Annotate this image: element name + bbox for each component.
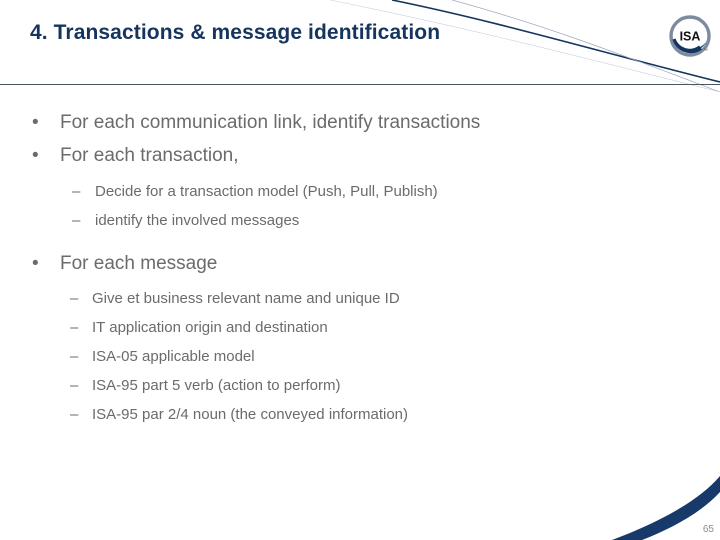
dash-marker-icon: – [70, 348, 79, 365]
sub-bullet-item: – ISA-05 applicable model [0, 342, 720, 371]
sub-bullet-text: ISA-95 part 5 verb (action to perform) [92, 377, 341, 394]
dash-marker-icon: – [70, 319, 79, 336]
bullet-item: • For each communication link, identify … [0, 106, 720, 139]
isa-logo-icon: ISA ™ [669, 15, 711, 57]
sub-bullet-text: IT application origin and destination [92, 319, 328, 336]
header-swoosh-decoration [329, 0, 720, 92]
trademark-mark: ™ [703, 48, 708, 54]
dash-marker-icon: – [70, 406, 79, 423]
title-divider [0, 84, 720, 85]
isa-logo-text: ISA [680, 30, 701, 44]
bullet-text: For each transaction, [60, 145, 239, 166]
dash-marker-icon: – [70, 290, 79, 307]
sub-bullet-text: identify the involved messages [95, 212, 300, 229]
sub-bullet-item: – IT application origin and destination [0, 313, 720, 342]
page-number: 65 [702, 524, 714, 535]
bullet-item: • For each message [0, 247, 720, 280]
footer-swoosh-decoration [612, 476, 720, 540]
dash-marker-icon: – [72, 183, 81, 200]
dash-marker-icon: – [70, 377, 79, 394]
sub-bullet-item: – ISA-95 par 2/4 noun (the conveyed info… [0, 400, 720, 429]
sub-bullet-text: ISA-05 applicable model [92, 348, 255, 365]
bullet-marker-icon: • [32, 145, 39, 166]
dash-marker-icon: – [72, 212, 81, 229]
bullet-text: For each communication link, identify tr… [60, 112, 481, 133]
sub-bullet-item: – ISA-95 part 5 verb (action to perform) [0, 371, 720, 400]
bullet-item: • For each transaction, [0, 139, 720, 172]
sub-bullet-text: Decide for a transaction model (Push, Pu… [95, 183, 438, 200]
sub-bullet-item: – Decide for a transaction model (Push, … [0, 177, 720, 206]
sub-bullet-text: Give et business relevant name and uniqu… [92, 290, 400, 307]
bullet-marker-icon: • [32, 112, 39, 133]
slide-body: • For each communication link, identify … [0, 106, 720, 429]
bullet-marker-icon: • [32, 253, 39, 274]
sub-bullet-item: – identify the involved messages [0, 206, 720, 235]
page-title: 4. Transactions & message identification [30, 21, 441, 44]
bullet-text: For each message [60, 253, 218, 274]
sub-bullet-item: – Give et business relevant name and uni… [0, 284, 720, 313]
sub-bullet-text: ISA-95 par 2/4 noun (the conveyed inform… [92, 406, 409, 423]
